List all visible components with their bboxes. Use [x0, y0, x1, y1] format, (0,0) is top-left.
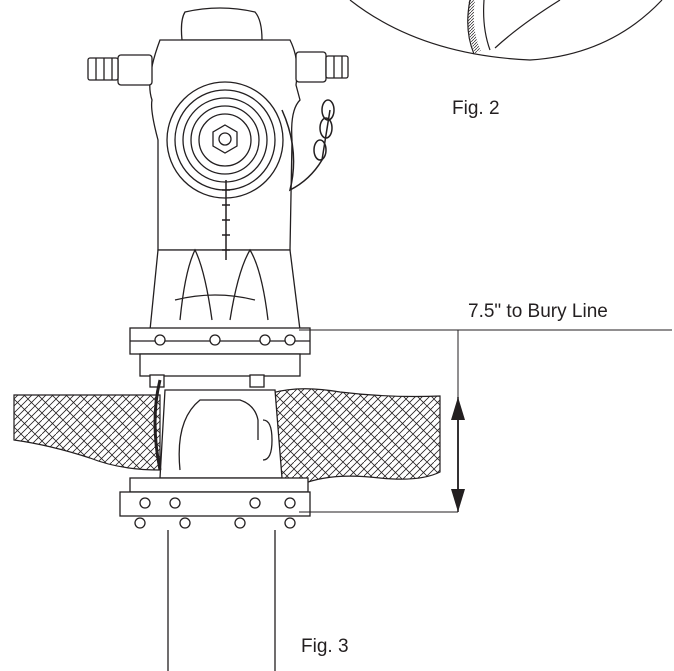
soil-right — [271, 388, 441, 486]
chain — [222, 99, 335, 260]
fig2-detail-circle — [349, 0, 663, 61]
fig2-label: Fig. 2 — [452, 98, 500, 119]
dimension-arrow-top — [451, 397, 465, 420]
fire-hydrant-icon — [87, 7, 349, 529]
fig3-label: Fig. 3 — [301, 636, 349, 657]
bury-line-label: 7.5" to Bury Line — [468, 301, 608, 322]
soil-left — [13, 394, 161, 471]
pipe — [167, 530, 276, 671]
dimension-arrow-bottom — [451, 489, 465, 512]
